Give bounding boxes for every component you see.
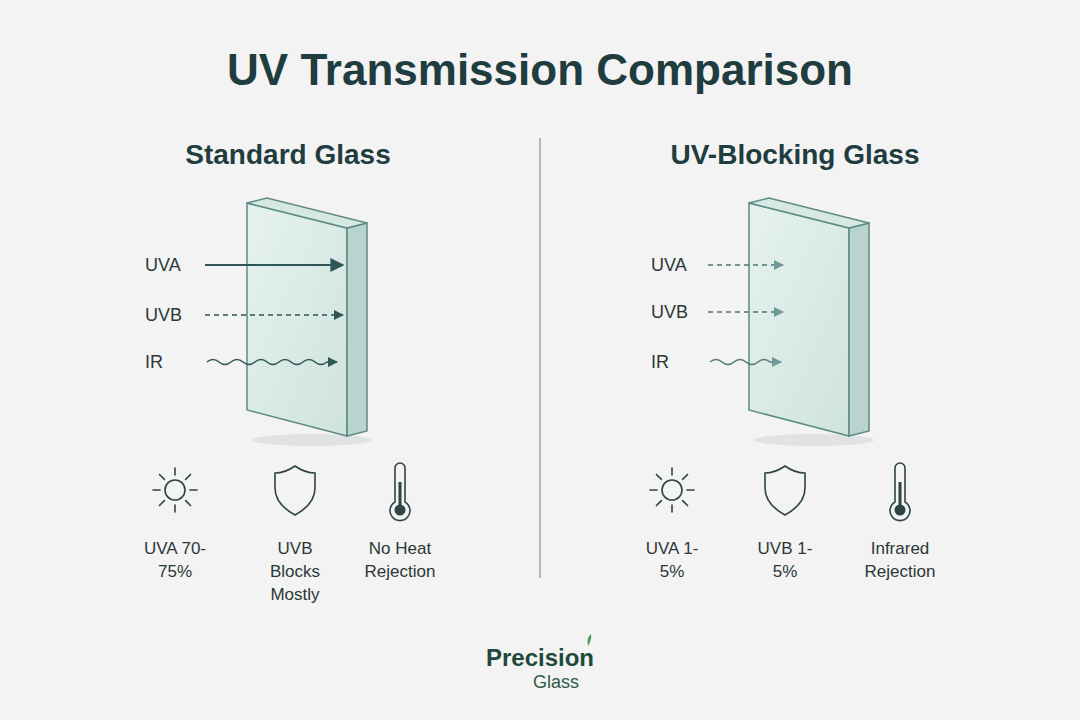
shield-outline xyxy=(765,466,805,515)
icon-caption: UVA 1-5% xyxy=(641,538,703,584)
sun-ray xyxy=(683,474,688,479)
glass-pane xyxy=(749,198,874,446)
pane-edge xyxy=(347,223,367,436)
logo-word: Precision xyxy=(486,644,594,672)
pane-front xyxy=(247,203,347,436)
pane-edge xyxy=(849,223,869,436)
thermometer-level xyxy=(399,482,402,505)
sun-ray xyxy=(174,468,176,475)
sun-ray xyxy=(153,489,160,491)
sun-ray xyxy=(159,474,164,479)
logo-word: Glass xyxy=(533,672,579,693)
sun-disc xyxy=(662,480,682,500)
sun-ray xyxy=(186,501,191,506)
thermometer-outline xyxy=(890,463,910,521)
thermometer-icon xyxy=(890,463,910,521)
panel-heading: Standard Glass xyxy=(185,139,390,171)
panel-divider xyxy=(539,138,540,578)
icon-caption: UVA 70-75% xyxy=(134,538,216,584)
ray-label: UVB xyxy=(145,305,182,326)
ray-label: UVB xyxy=(651,302,688,323)
glass-pane xyxy=(247,198,372,446)
thermometer-bulb xyxy=(895,505,906,516)
pane-shadow xyxy=(252,434,372,446)
ray-label: UVA xyxy=(651,255,687,276)
shield-icon xyxy=(275,466,315,515)
thermometer-icon xyxy=(390,463,410,521)
icon-caption: Infrared Rejection xyxy=(852,538,948,584)
sun-icon xyxy=(153,468,197,512)
sun-ray xyxy=(174,505,176,512)
ray-label: IR xyxy=(145,352,163,373)
sun-ray xyxy=(656,474,661,479)
uvb-ray xyxy=(205,314,343,316)
sun-ray xyxy=(650,489,657,491)
ray-label: IR xyxy=(651,352,669,373)
sun-ray xyxy=(656,501,661,506)
sun-ray xyxy=(671,505,673,512)
shield-icon xyxy=(765,466,805,515)
pane-shadow xyxy=(754,434,874,446)
icon-caption: UVB 1-5% xyxy=(754,538,816,584)
thermometer-level xyxy=(899,482,902,505)
sun-ray xyxy=(159,501,164,506)
sun-ray xyxy=(687,489,694,491)
uva-ray xyxy=(205,264,343,266)
icon-caption: UVB Blocks Mostly xyxy=(264,538,326,607)
thermometer-bulb xyxy=(395,505,406,516)
uva-ray xyxy=(708,264,783,266)
pane-top xyxy=(749,198,869,228)
sun-ray xyxy=(671,468,673,475)
sun-ray xyxy=(683,501,688,506)
icon-caption: No Heat Rejection xyxy=(352,538,448,584)
diagram-title: UV Transmission Comparison xyxy=(227,45,853,95)
uvb-ray xyxy=(708,311,783,313)
thermometer-outline xyxy=(390,463,410,521)
shield-outline xyxy=(275,466,315,515)
ir-wave xyxy=(207,360,337,365)
pane-top xyxy=(247,198,367,228)
sun-ray xyxy=(190,489,197,491)
ray-label: UVA xyxy=(145,255,181,276)
sun-ray xyxy=(186,474,191,479)
pane-front xyxy=(749,203,849,436)
sun-disc xyxy=(165,480,185,500)
panel-heading: UV-Blocking Glass xyxy=(671,139,920,171)
ir-wave xyxy=(710,360,781,365)
sun-icon xyxy=(650,468,694,512)
